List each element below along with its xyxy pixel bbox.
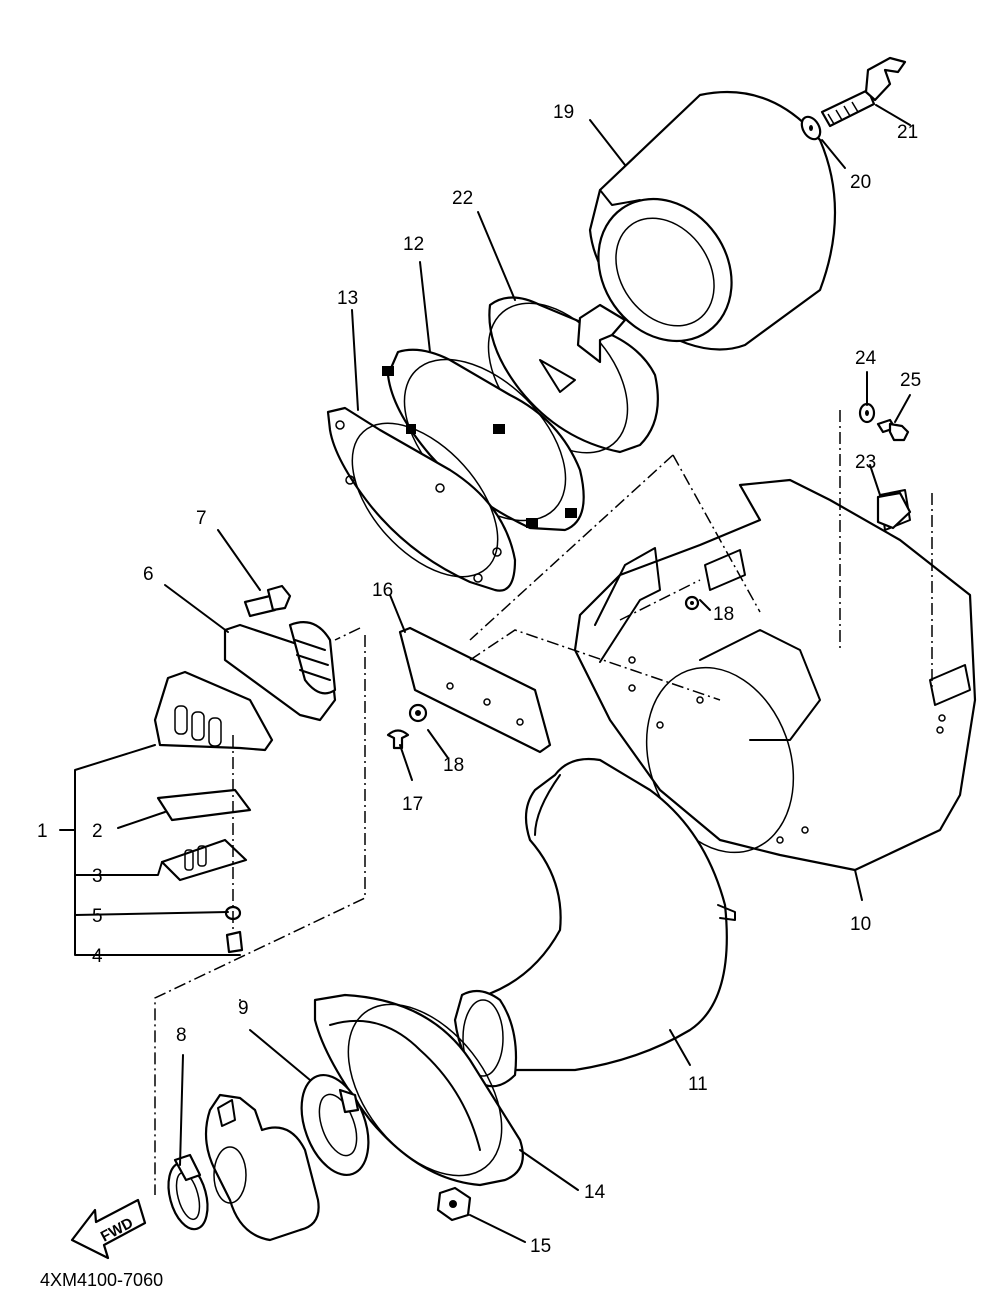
- callout-12: 12: [403, 234, 424, 255]
- callout-14: 14: [584, 1182, 606, 1203]
- screw-small: [876, 418, 910, 442]
- throttle-body: [204, 1093, 320, 1242]
- callout-10: 10: [850, 914, 871, 935]
- callout-11: 11: [688, 1074, 708, 1095]
- callout-24: 24: [855, 348, 877, 369]
- coupling-ring: [300, 1073, 370, 1177]
- callout-18-lower: 18: [443, 755, 464, 776]
- callout-4: 4: [92, 946, 103, 967]
- callout-23: 23: [855, 452, 876, 473]
- callout-7: 7: [196, 508, 207, 529]
- callout-25: 25: [900, 370, 921, 391]
- washer-b: [684, 595, 700, 611]
- callouts: 19 20 21 22 12 13 24 25 23 7 6 16 18 18 …: [37, 102, 921, 1257]
- callout-17: 17: [402, 794, 423, 815]
- airbox-housing: [573, 478, 977, 872]
- callout-2: 2: [92, 821, 103, 842]
- callout-21: 21: [897, 122, 918, 143]
- callout-3: 3: [92, 866, 103, 887]
- pin: [386, 729, 410, 750]
- reed-stopper: [160, 838, 248, 882]
- intake-duct: [453, 757, 736, 1088]
- reed-valve: [153, 670, 274, 752]
- washer-small: [858, 402, 876, 424]
- callout-19: 19: [553, 102, 574, 123]
- callout-6: 6: [143, 564, 154, 585]
- callout-15: 15: [530, 1236, 551, 1257]
- washer-a: [408, 703, 428, 723]
- callout-18-upper: 18: [713, 604, 734, 625]
- callout-13: 13: [337, 288, 358, 309]
- diagram-code: 4XM4100-7060: [40, 1270, 163, 1290]
- long-bolt: [820, 56, 907, 128]
- adapter-plate: [313, 993, 524, 1187]
- hose-clamp: [167, 1153, 209, 1231]
- mounting-plate: [398, 626, 552, 754]
- reed-petal: [156, 788, 252, 822]
- callout-22: 22: [452, 188, 473, 209]
- callout-5: 5: [92, 906, 103, 927]
- callout-16: 16: [372, 580, 393, 601]
- reed-valve-holder: [223, 621, 337, 722]
- screw-reed: [225, 930, 244, 954]
- callout-20: 20: [850, 172, 871, 193]
- gasket: [326, 406, 517, 592]
- air-filter-element: [588, 90, 837, 351]
- callout-8: 8: [176, 1025, 187, 1046]
- callout-1: 1: [37, 821, 48, 842]
- callout-9: 9: [238, 998, 249, 1019]
- bolt-small: [243, 584, 292, 618]
- washer: [800, 115, 822, 141]
- fwd-arrow: FWD: [70, 1198, 147, 1260]
- nut: [436, 1186, 472, 1222]
- filter-cage: [487, 296, 659, 454]
- clip: [876, 491, 912, 530]
